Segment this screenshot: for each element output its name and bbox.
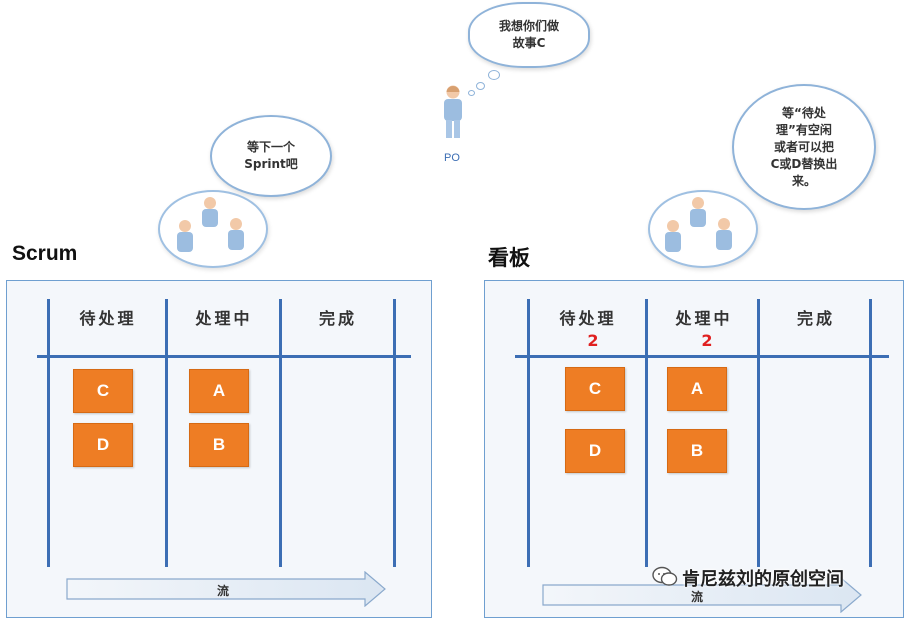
story-card-d[interactable]: D [565, 429, 625, 473]
story-card-b[interactable]: B [667, 429, 727, 473]
story-card-c[interactable]: C [565, 367, 625, 411]
kanban-flow-arrow [542, 577, 862, 613]
story-card-d[interactable]: D [73, 423, 133, 467]
scrum-speech-text: 等下一个 Sprint吧 [244, 140, 298, 171]
kanban-team-icon [665, 197, 732, 252]
scrum-flow-arrow [66, 571, 386, 607]
po-thought-cloud: 我想你们做 故事C [468, 2, 590, 68]
scrum-team-oval [158, 190, 268, 268]
story-card-c[interactable]: C [73, 369, 133, 413]
scrum-team-icon [177, 197, 244, 252]
kanban-col-divider [645, 299, 648, 567]
kanban-flow-label: 流 [690, 590, 703, 604]
wechat-icon [652, 566, 678, 586]
kanban-col-doing: 处理中 [675, 309, 733, 328]
kanban-title: 看板 [488, 247, 530, 270]
story-card-a[interactable]: A [189, 369, 249, 413]
kanban-wip-limit-doing: 2 [701, 331, 713, 350]
thought-dot [476, 82, 485, 90]
kanban-col-divider [869, 299, 872, 567]
scrum-col-doing: 处理中 [195, 309, 253, 328]
story-card-a[interactable]: A [667, 367, 727, 411]
po-thought-text: 我想你们做 故事C [498, 19, 559, 50]
scrum-board: 待处理 处理中 完成 C D A B 流 [6, 280, 432, 618]
kanban-header-divider [515, 355, 889, 358]
po-person-icon [444, 85, 462, 138]
watermark-text: 肯尼兹刘的原创空间 [682, 569, 844, 590]
scrum-flow-label: 流 [216, 584, 229, 598]
kanban-team-oval [648, 190, 758, 268]
kanban-speech-bubble: 等“待处 理”有空闲 或者可以把 C或D替换出 来。 [732, 84, 876, 210]
scrum-title: Scrum [12, 242, 78, 265]
scrum-col-divider [165, 299, 168, 567]
kanban-speech-text: 等“待处 理”有空闲 或者可以把 C或D替换出 来。 [770, 105, 838, 188]
po-label: PO [444, 152, 460, 164]
scrum-speech-bubble: 等下一个 Sprint吧 [210, 115, 332, 197]
thought-dot [488, 70, 500, 80]
kanban-wip-limit-todo: 2 [587, 331, 599, 350]
kanban-col-divider [757, 299, 760, 567]
thought-dot [468, 90, 475, 96]
scrum-col-divider [279, 299, 282, 567]
kanban-col-todo: 待处理 [559, 309, 617, 328]
scrum-col-divider [393, 299, 396, 567]
kanban-board: 待处理 处理中 完成 2 2 C D A B 流 [484, 280, 904, 618]
scrum-col-divider [47, 299, 50, 567]
kanban-col-done: 完成 [796, 309, 835, 328]
scrum-col-todo: 待处理 [79, 309, 137, 328]
story-card-b[interactable]: B [189, 423, 249, 467]
scrum-col-done: 完成 [318, 309, 357, 328]
scrum-header-divider [37, 355, 411, 358]
kanban-col-divider [527, 299, 530, 567]
